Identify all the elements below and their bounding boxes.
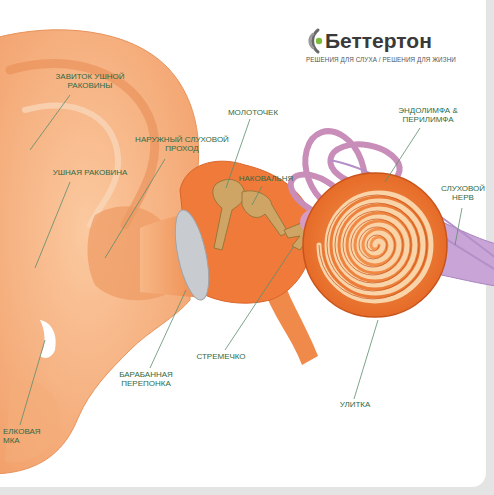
- part-label: ЗАВИТОК УШНОЙ РАКОВИНЫ: [48, 72, 132, 90]
- leader-line: [385, 128, 420, 182]
- part-label: ЭНДОЛИМФА & ПЕРИЛИМФА: [392, 106, 464, 124]
- part-label: ЕЛКОВАЯ МКА: [3, 427, 49, 445]
- incus: [242, 191, 288, 236]
- part-label: БАРАБАННАЯ ПЕРЕПОНКА: [112, 370, 180, 388]
- malleus: [213, 179, 245, 250]
- leader-line: [252, 186, 262, 205]
- cochlea-spiral: [319, 193, 431, 301]
- eardrum: [169, 207, 216, 303]
- brand-icon: [310, 30, 323, 52]
- leader-lines: [20, 95, 462, 425]
- leader-line: [20, 340, 45, 425]
- leader-line: [225, 246, 294, 350]
- part-label: НАКОВАЛЬНЯ: [234, 174, 298, 183]
- leader-line: [35, 182, 70, 268]
- lobe-shade: [5, 379, 61, 462]
- icon-arc: [310, 34, 313, 48]
- antihelix: [25, 106, 118, 225]
- part-label: МОЛОТОЧЕК: [222, 108, 284, 117]
- card-ground: [0, 0, 486, 487]
- leader-line: [354, 320, 378, 399]
- part-label: НАРУЖНЫЙ СЛУХОВОЙ ПРОХОД: [128, 135, 236, 153]
- part-label: СТРЕМЕЧКО: [190, 352, 252, 361]
- leader-line: [150, 290, 186, 368]
- brand-name: Беттертон: [325, 30, 475, 51]
- brand-tagline: РЕШЕНИЯ ДЛЯ СЛУХА / РЕШЕНИЯ ДЛЯ ЖИЗНИ: [306, 56, 481, 63]
- helix-fold: [10, 64, 155, 225]
- icon-dot: [316, 38, 322, 44]
- leader-line: [455, 208, 462, 245]
- cochlea-spiral-shade: [319, 195, 427, 299]
- leader-line: [30, 95, 70, 150]
- part-label: УЛИТКА: [334, 400, 376, 409]
- intertragic-notch: [40, 320, 56, 358]
- cochlea: [303, 173, 447, 317]
- part-label: УШНАЯ РАКОВИНА: [44, 168, 136, 177]
- ossicles: [213, 179, 310, 250]
- part-label: СЛУХОВОЙ НЕРВ: [436, 184, 490, 202]
